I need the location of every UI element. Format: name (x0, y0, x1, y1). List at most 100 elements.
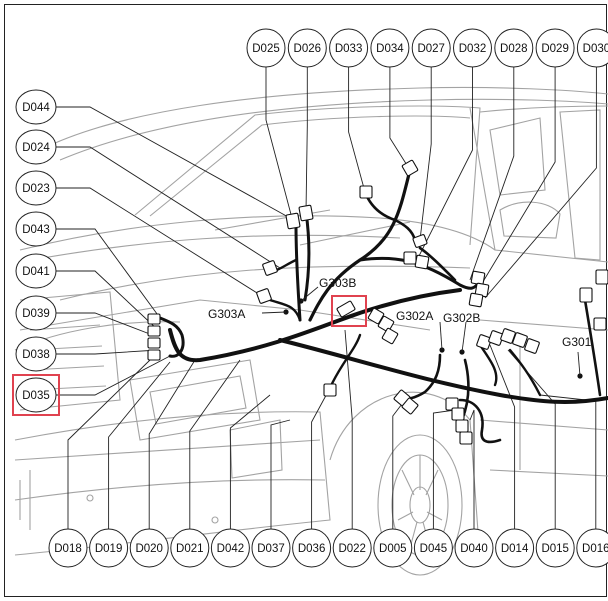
connector-block-29 (500, 328, 516, 344)
label-text: D037 (257, 543, 285, 555)
label-circle (246, 28, 286, 68)
leader-line (270, 419, 291, 529)
label-text: D024 (22, 142, 50, 154)
label-circle (535, 28, 575, 68)
label-text: D034 (376, 43, 404, 55)
connector-block-32 (595, 269, 608, 285)
leader-line (489, 344, 516, 529)
label-circle (535, 528, 575, 568)
diagram-frame (4, 4, 607, 597)
leader-lines (56, 67, 597, 529)
label-text: D033 (335, 43, 363, 55)
label-text: D020 (135, 543, 163, 555)
connector-block-33 (579, 287, 593, 303)
label-circle (48, 528, 88, 568)
label-text: D044 (22, 102, 50, 114)
ground-label-g303b: G303B (319, 276, 356, 290)
ground-label-g302b: G302B (443, 311, 480, 325)
leader-line (539, 394, 597, 529)
connector-label-d030: D030 (576, 28, 608, 68)
connector-block-8 (414, 254, 430, 270)
leader-line (56, 349, 159, 355)
leader-line (56, 106, 291, 219)
label-circle (129, 528, 169, 568)
leader-line (348, 67, 366, 193)
leader-line (56, 312, 156, 337)
connector-block-11 (468, 292, 484, 308)
connector-label-d045: D045 (413, 528, 453, 568)
connector-block-30 (512, 332, 528, 348)
connector-label-d033: D033 (329, 28, 369, 68)
label-circle (251, 528, 291, 568)
connector-label-d037: D037 (251, 528, 291, 568)
connector-block-0 (285, 212, 301, 230)
label-circle (453, 28, 492, 68)
main-harness (158, 168, 608, 444)
label-circle (15, 295, 57, 331)
connector-block-18 (377, 315, 395, 333)
connector-block-22 (401, 397, 419, 415)
leader-line (432, 409, 456, 529)
connector-label-d024: D024 (15, 129, 57, 165)
connector-block-1 (298, 204, 314, 222)
leader-line (469, 409, 475, 529)
label-text: D023 (22, 183, 50, 195)
label-circle (15, 336, 57, 372)
leader-line (419, 67, 432, 241)
label-circle (576, 528, 608, 568)
connector-block-2 (262, 260, 278, 276)
connector-block-19 (381, 327, 399, 345)
label-circle (495, 528, 535, 568)
leader-line (56, 146, 281, 269)
connector-block-4 (359, 185, 373, 199)
connector-block-27 (476, 334, 492, 350)
connector-block-16 (336, 300, 356, 318)
connector-label-d021: D021 (170, 528, 210, 568)
ground-label-g303a: G303A (208, 307, 245, 321)
label-circle (287, 28, 327, 68)
label-text: D005 (379, 543, 407, 555)
ground-label-g301: G301 (562, 335, 592, 349)
label-text: D027 (417, 43, 445, 55)
label-circle (370, 28, 410, 68)
connector-label-d015: D015 (535, 528, 575, 568)
label-text: D039 (22, 308, 50, 320)
label-circle (15, 170, 57, 206)
connector-block-24 (451, 407, 465, 421)
label-circle (15, 253, 57, 289)
leader-line (56, 355, 171, 396)
label-text: D015 (541, 543, 569, 555)
label-circle (210, 528, 250, 568)
label-text: D042 (217, 543, 245, 555)
connector-label-d025: D025 (246, 28, 286, 68)
connector-block-13 (147, 325, 161, 337)
connector-label-d018: D018 (48, 528, 88, 568)
central-connector-highlight (331, 295, 367, 327)
label-text: D026 (294, 43, 322, 55)
connector-label-d041: D041 (15, 253, 57, 289)
leader-line (56, 187, 266, 299)
connector-block-34 (593, 317, 607, 331)
label-text: D030 (583, 43, 608, 55)
label-circle (373, 528, 413, 568)
connector-label-d005: D005 (373, 528, 413, 568)
connector-block-31 (524, 338, 540, 354)
leader-line (389, 67, 411, 171)
connector-label-d038: D038 (15, 336, 57, 372)
label-circle (15, 89, 57, 125)
label-circle (292, 528, 332, 568)
label-text: D019 (95, 543, 123, 555)
label-text: D038 (22, 349, 50, 361)
connector-label-d043: D043 (15, 211, 57, 247)
leader-line (484, 67, 597, 299)
connector-label-d022: D022 (332, 528, 372, 568)
label-circle (15, 377, 57, 413)
connector-block-12 (147, 313, 161, 325)
leader-line (56, 228, 161, 319)
label-circle (332, 528, 372, 568)
label-text: D025 (252, 43, 280, 55)
connector-label-d027: D027 (411, 28, 451, 68)
label-circle (411, 28, 451, 68)
label-text: D041 (22, 266, 50, 278)
